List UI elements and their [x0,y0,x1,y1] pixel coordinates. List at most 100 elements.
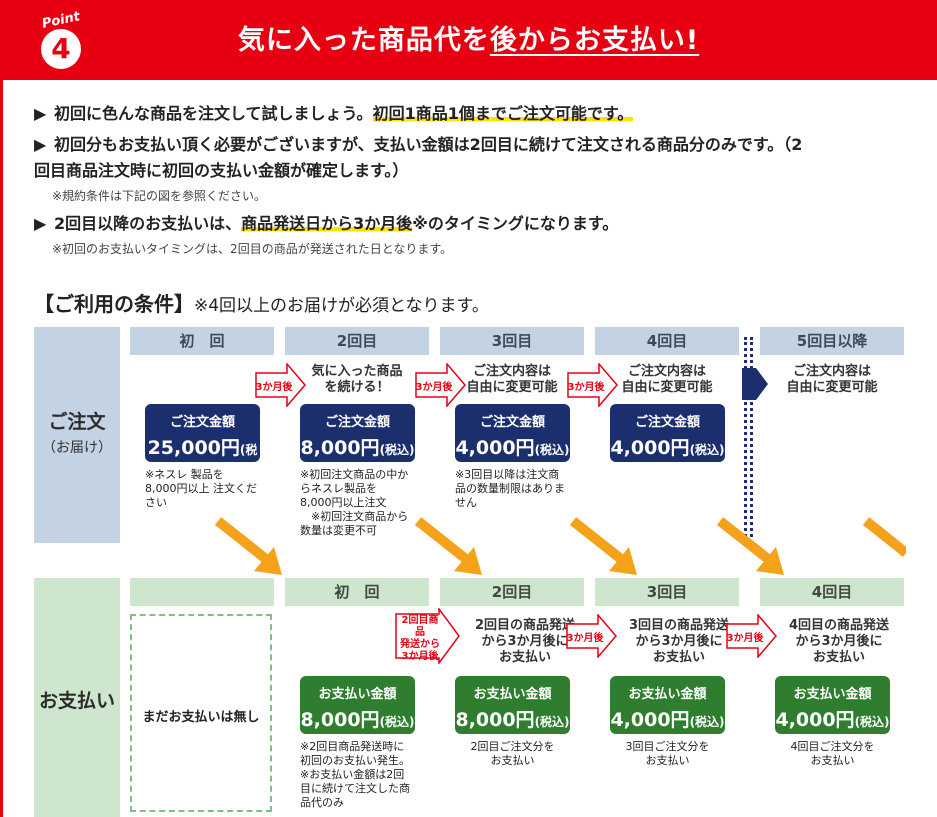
order-tag-1: 3か月後 [255,382,293,393]
payment-amount-box-2: お支払い金額 8,000円(税込) [455,676,570,734]
point-number: 4 [41,29,81,69]
payment-box-label: お支払い金額 [318,687,397,702]
order-amount-box-1: ご注文金額 25,000円(税込) [145,404,260,480]
bullet-3-rest: ※のタイミングになります。 [412,214,619,233]
payment-tag-2: 3か月後 [566,633,604,644]
order-amount-box-3: ご注文金額 4,000円(税込) [455,404,570,462]
bullet-2-line1: 初回分もお支払い頂く必要がございますが、支払い金額は2回目に続けて注文される商品… [54,135,803,154]
payment-note-3: 3回目ご注文分を お支払い [625,740,710,767]
order-box-label: ご注文金額 [324,415,390,430]
order-header-3: 3回目 [440,327,584,355]
payment-desc-2: 2回目の商品発送 から3か月後に お支払い [474,618,576,665]
order-desc-4: ご注文内容は 自由に変更可能 [621,364,713,395]
header-bar: Point 4 気に入った商品代を後からお支払い! [0,0,937,80]
triangle-icon: ▶ [34,214,47,233]
payment-label: お支払い [38,690,115,712]
no-payment-text: まだお支払いは無し [142,710,260,725]
orange-arrow-5 [862,517,906,557]
payment-amount: 8,000円(税込) [300,709,415,731]
order-note-1: ※ネスレ 製品を 8,000円以上 注文くだ さい [145,468,257,509]
bullet-2-note: ※規約条件は下記の図を参照ください。 [52,189,267,203]
order-desc-5: ご注文内容は 自由に変更可能 [786,364,878,395]
order-header-1: 初 回 [130,327,274,355]
bullet-1-highlight: 初回1商品1個までご注文可能です。 [372,104,634,123]
order-amount-box-4: ご注文金額 4,000円(税込) [610,404,725,462]
order-box-label: ご注文金額 [479,415,545,430]
order-note-3: ※3回目以降は注文商 品の数量制限はありま せん [455,468,565,509]
conditions-heading: 【ご利用の条件】 [34,292,194,316]
order-arrow-1-2 [255,363,306,407]
order-desc-3: ご注文内容は 自由に変更可能 [466,364,558,395]
payment-desc-4: 4回目の商品発送 から3か月後に お支払い [788,618,890,665]
order-label: ご注文 [48,411,106,433]
order-sublabel: （お届け） [42,440,112,456]
bullet-2-line2: 回目商品注文時に初回の支払い金額が確定します。） [34,161,409,180]
order-tag-2: 3か月後 [415,382,453,393]
no-payment-box: まだお支払いは無し [130,614,272,812]
payment-amount-box-1: お支払い金額 8,000円(税込) [300,676,415,734]
dotted-separator-right [750,337,753,537]
navy-chevron-icon [742,368,768,400]
payment-box-label: お支払い金額 [628,687,707,702]
payment-box-label: お支払い金額 [793,687,872,702]
payment-header-empty [130,578,274,606]
order-amount: 25,000円(税込) [147,437,258,480]
order-arrow-3-4 [567,363,618,407]
payment-side-panel: お支払い [34,578,120,817]
bullet-2-cont: 回目商品注文時に初回の支払い金額が確定します。） [34,159,914,183]
payment-note-4: 4回目ご注文分を お支払い [790,740,875,767]
payment-note-2: 2回目ご注文分を お支払い [470,740,555,767]
order-tag-3: 3か月後 [567,382,605,393]
payment-amount-box-3: お支払い金額 4,000円(税込) [610,676,725,734]
order-amount-box-2: ご注文金額 8,000円(税込) [300,404,415,462]
payment-amount: 4,000円(税込) [775,709,890,731]
payment-amount: 8,000円(税込) [455,709,570,731]
payment-header-2: 2回目 [440,578,584,606]
point-badge: Point 4 [34,9,88,73]
payment-header-1: 初 回 [285,578,429,606]
order-header-4: 4回目 [595,327,739,355]
payment-arrow-3-4 [726,614,777,658]
payment-tag-first: 2回目商品 発送から 3か月後 [400,615,440,662]
left-border [0,80,3,817]
order-amount: 4,000円(税込) [455,437,570,459]
bullet-1: ▶ 初回に色んな商品を注文して試しましょう。初回1商品1個までご注文可能です。 [34,102,914,126]
order-amount: 4,000円(税込) [610,437,725,459]
payment-amount-box-4: お支払い金額 4,000円(税込) [775,676,890,734]
bullet-3-note: ※初回のお支払いタイミングは、2回目の商品が発送された日となります。 [52,242,453,256]
title-plain: 気に入った商品代を [237,25,490,56]
conditions-title: 【ご利用の条件】※4回以上のお届けが必須となります。 [34,288,489,317]
payment-arrow-first [395,608,460,664]
bullet-3: ▶ 2回目以降のお支払いは、商品発送日から3か月後※のタイミングになります。 [34,212,914,236]
order-side-panel: ご注文 （お届け） [34,327,120,543]
payment-arrow-2-3 [566,614,617,658]
page-title: 気に入った商品代を後からお支払い! [0,18,937,57]
dotted-separator-left [744,337,747,537]
conditions-subtitle: ※4回以上のお届けが必須となります。 [194,296,489,316]
bullet-3-text: 2回目以降のお支払いは、 [54,214,242,233]
order-box-label: ご注文金額 [169,415,235,430]
orange-arrow-3 [569,517,637,575]
payment-note-1: ※2回目商品発送時に 初回のお支払い発生。 ※お支払い金額は2回 目に続けて注文… [300,740,410,809]
payment-header-4: 4回目 [760,578,904,606]
title-underlined: 後からお支払い! [489,25,700,56]
order-arrow-2-3 [415,363,466,407]
bullet-1-text: 初回に色んな商品を注文して試しましょう。 [54,104,373,123]
triangle-icon: ▶ [34,104,47,123]
payment-box-label: お支払い金額 [473,687,552,702]
bullet-3-highlight: 商品発送日から3か月後 [241,214,413,233]
order-box-label: ご注文金額 [634,415,700,430]
order-note-2: ※初回注文商品の中か らネスレ製品を 8,000円以上注文 ※初回注文商品から … [300,468,409,537]
payment-header-3: 3回目 [595,578,739,606]
orange-arrow-2 [414,517,482,575]
orange-arrow-1 [214,517,282,575]
triangle-icon: ▶ [34,135,47,154]
bullet-2: ▶ 初回分もお支払い頂く必要がございますが、支払い金額は2回目に続けて注文される商… [34,133,914,157]
order-desc-2: 気に入った商品 を続ける！ [311,364,403,395]
order-header-2: 2回目 [285,327,429,355]
order-header-5: 5回目以降 [760,327,904,355]
orange-arrow-4 [716,517,784,575]
payment-desc-3: 3回目の商品発送 から3か月後に お支払い [628,618,730,665]
order-amount: 8,000円(税込) [300,437,415,459]
payment-amount: 4,000円(税込) [610,709,725,731]
